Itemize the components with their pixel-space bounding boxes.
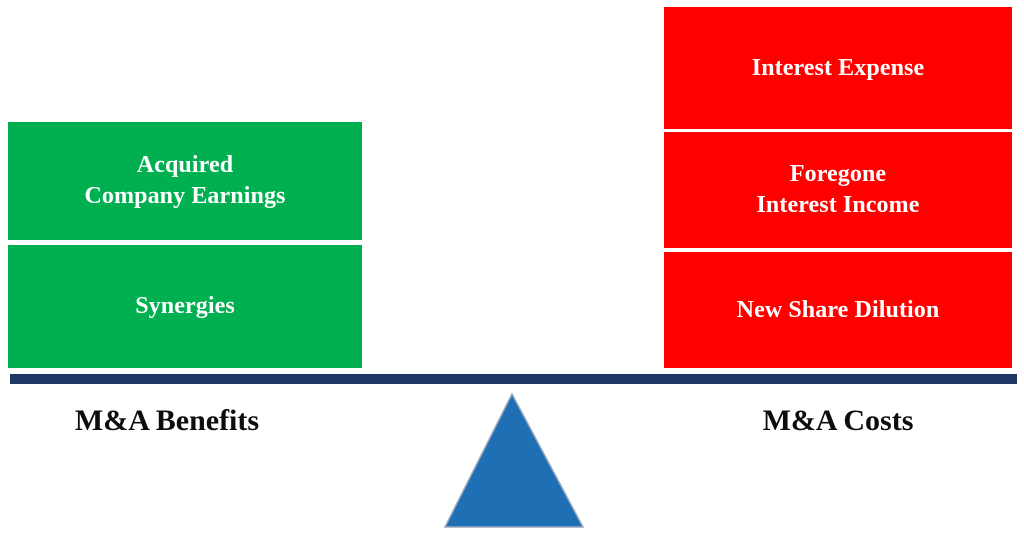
benefit-block-label: Synergies (127, 291, 243, 322)
cost-block-label: New Share Dilution (729, 295, 948, 326)
left-pan-label: M&A Benefits (74, 404, 260, 437)
costs-stack: Interest Expense Foregone Interest Incom… (664, 7, 1012, 368)
benefit-block-line1: Acquired (136, 152, 234, 179)
cost-block-line1: Foregone (789, 161, 887, 188)
right-pan-label: M&A Costs (762, 404, 914, 437)
cost-block-line2: Interest Income (756, 192, 920, 218)
benefits-stack-divider (8, 240, 362, 245)
costs-stack-divider (664, 129, 1012, 132)
benefit-block-synergies: Synergies (8, 245, 362, 368)
cost-block-foregone-interest-income: Foregone Interest Income (664, 132, 1012, 248)
cost-block-line1: New Share Dilution (736, 296, 940, 323)
benefit-block-label: Acquired Company Earnings (77, 150, 294, 211)
benefits-stack: Acquired Company Earnings Synergies (8, 122, 362, 368)
benefit-block-acquired-company-earnings: Acquired Company Earnings (8, 122, 362, 240)
cost-block-line1: Interest Expense (751, 54, 925, 81)
cost-block-label: Interest Expense (744, 53, 932, 84)
cost-block-interest-expense: Interest Expense (664, 7, 1012, 129)
cost-block-new-share-dilution: New Share Dilution (664, 252, 1012, 368)
triangle-icon (443, 392, 585, 529)
benefit-block-line2: Company Earnings (84, 183, 286, 209)
costs-stack-divider (664, 248, 1012, 252)
benefit-block-line1: Synergies (135, 293, 235, 320)
balance-beam (10, 374, 1017, 384)
cost-block-label: Foregone Interest Income (748, 159, 927, 220)
